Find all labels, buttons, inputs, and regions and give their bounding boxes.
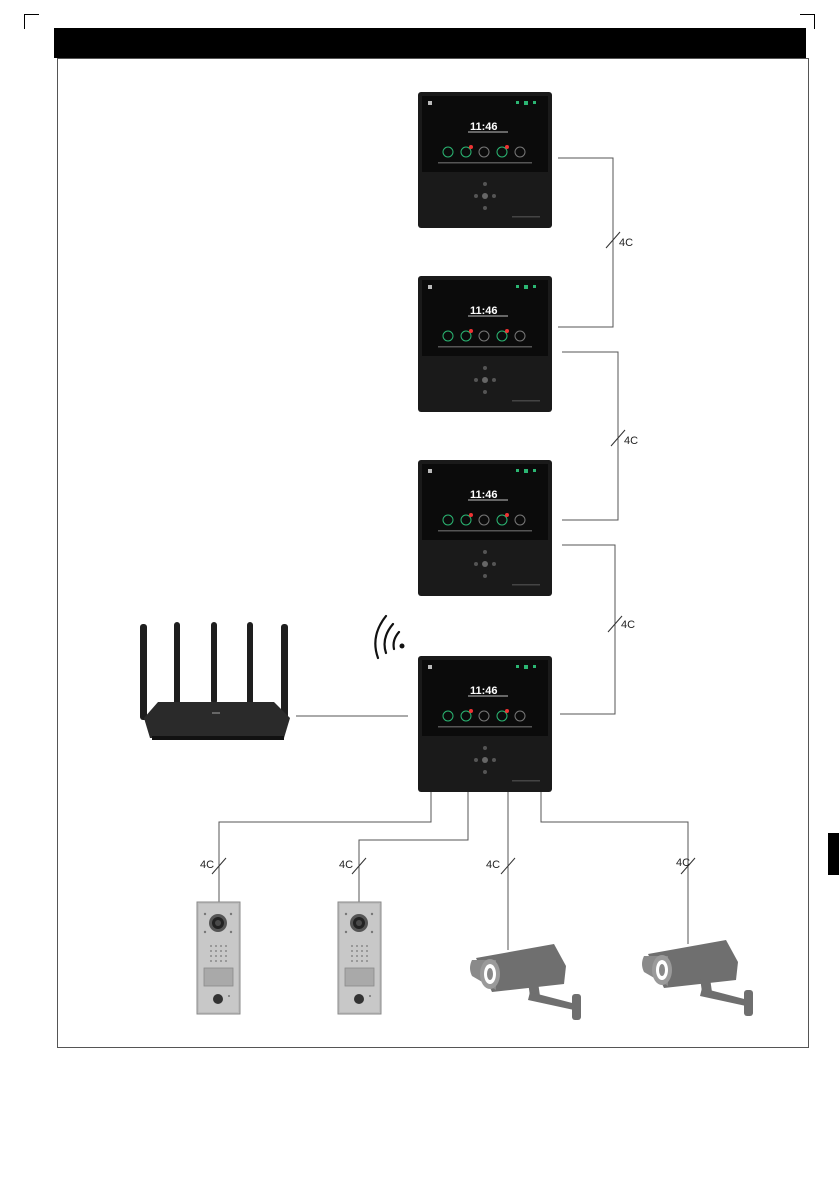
cable-label: 4C [619,237,633,249]
cable-label: 4C [624,435,638,447]
monitor-clock: 11:46 [470,685,498,697]
cctv-camera-icon [470,944,581,1020]
cable-cam2 [541,792,688,944]
cable-label: 4C [200,859,214,871]
door-station-icon [338,902,381,1014]
wifi-router-icon [140,622,290,740]
monitor-clock: 11:46 [470,305,498,317]
cable-door2 [359,792,468,906]
cable-m3-m4 [560,545,615,714]
monitor-clock: 11:46 [470,489,498,501]
indoor-monitor-4-master: 11:46 [418,656,552,792]
indoor-monitor-2: 11:46 [418,276,552,412]
door-station-icon [197,902,240,1014]
cable-label: 4C [676,857,690,869]
cable-label: 4C [339,859,353,871]
cable-label: 4C [486,859,500,871]
cable-m2-m3 [562,352,618,520]
monitor-clock: 11:46 [470,121,498,133]
cctv-camera-icon [642,940,753,1016]
indoor-monitor-3: 11:46 [418,460,552,596]
wifi-signal-icon [375,616,404,658]
cable-m1-m2 [558,158,613,327]
cable-label: 4C [621,619,635,631]
cable-door1 [219,792,431,906]
indoor-monitor-1: 11:46 [418,92,552,228]
